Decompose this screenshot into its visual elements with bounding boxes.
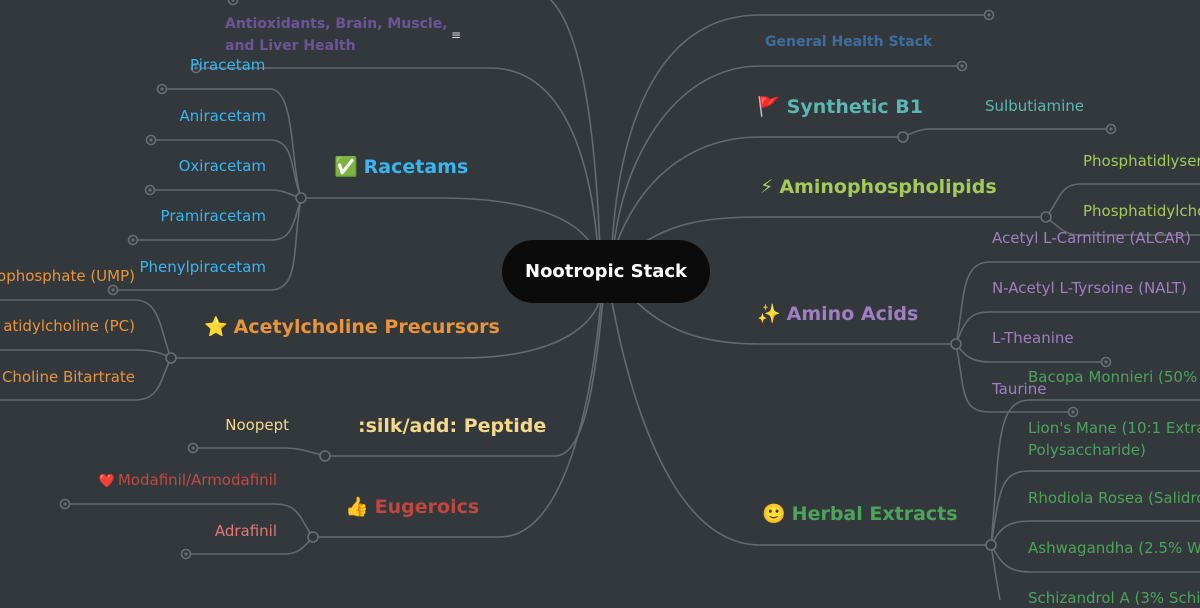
schizandrol-node[interactable]: Schizandrol A (3% Schi	[1028, 589, 1200, 607]
modafinil-node[interactable]: ❤️Modafinil/Armodafinil	[99, 470, 277, 492]
lions-mane-node[interactable]: Lion's Mane (10:1 Extrac Polysaccharide)	[1028, 417, 1200, 461]
phenylpiracetam-node[interactable]: Phenylpiracetam	[139, 258, 266, 276]
rhodiola-node[interactable]: Rhodiola Rosea (Salidro	[1028, 489, 1200, 507]
racetams-node[interactable]: ✅Racetams	[334, 155, 468, 179]
amino-acids-label: Amino Acids	[786, 303, 919, 325]
lions-mane-label-2: Polysaccharide)	[1028, 441, 1146, 459]
sulbutiamine-node[interactable]: Sulbutiamine	[985, 97, 1084, 115]
adrafinil-node[interactable]: Adrafinil	[214, 522, 277, 540]
oxiracetam-node[interactable]: Oxiracetam	[178, 157, 266, 175]
phosphatidylserine-node[interactable]: Phosphatidlyser	[1083, 152, 1200, 170]
antioxidants-label-2: and Liver Health	[225, 38, 356, 54]
notes-icon[interactable]: ≡	[451, 28, 462, 42]
herbal-extracts-label: Herbal Extracts	[791, 503, 958, 525]
ump-node[interactable]: ophosphate (UMP)	[0, 267, 135, 285]
checkmark-icon: ✅	[334, 156, 358, 178]
acetylcholine-node[interactable]: ⭐Acetylcholine Precursors	[204, 315, 500, 339]
alcar-node[interactable]: Acetyl L-Carnitine (ALCAR)	[992, 229, 1191, 247]
eugeroics-label: Eugeroics	[374, 496, 480, 518]
racetams-label: Racetams	[363, 156, 469, 178]
star-icon: ⭐	[204, 316, 228, 338]
herbal-extracts-node[interactable]: 🙂Herbal Extracts	[762, 502, 958, 526]
pc-node[interactable]: atidylcholine (PC)	[3, 317, 135, 335]
choline-bitartrate-node[interactable]: Choline Bitartrate	[1, 368, 135, 386]
acetylcholine-label: Acetylcholine Precursors	[233, 316, 500, 338]
aminophospholipids-node[interactable]: ⚡Aminophospholipids	[760, 175, 997, 199]
peptide-node[interactable]: :silk/add: Peptide	[358, 415, 547, 437]
lions-mane-label: Lion's Mane (10:1 Extrac	[1028, 419, 1200, 437]
nalt-node[interactable]: N-Acetyl L-Tyrsoine (NALT)	[992, 279, 1187, 297]
ashwagandha-node[interactable]: Ashwagandha (2.5% W	[1028, 539, 1200, 557]
synthetic-b1-label: Synthetic B1	[786, 96, 923, 118]
piracetam-node[interactable]: Piracetam	[190, 56, 266, 74]
lightning-icon: ⚡	[760, 176, 774, 198]
synthetic-b1-node[interactable]: 🚩Synthetic B1	[757, 95, 923, 119]
thumbs-up-icon: 👍	[345, 496, 369, 518]
bacopa-node[interactable]: Bacopa Monnieri (50%	[1028, 368, 1198, 386]
eugeroics-node[interactable]: 👍Eugeroics	[345, 495, 479, 519]
amino-acids-node[interactable]: ✨Amino Acids	[757, 302, 918, 326]
aminophospholipids-label: Aminophospholipids	[779, 176, 997, 198]
root-node[interactable]: Nootropic Stack	[502, 240, 710, 303]
flag-icon: 🚩	[757, 96, 781, 118]
antioxidants-node[interactable]: Antioxidants, Brain, Muscle, and Liver H…	[225, 13, 448, 57]
smiley-icon: 🙂	[762, 503, 786, 525]
antioxidants-label: Antioxidants, Brain, Muscle,	[225, 16, 448, 32]
noopept-node[interactable]: Noopept	[225, 416, 289, 434]
l-theanine-node[interactable]: L-Theanine	[992, 329, 1074, 347]
heart-icon: ❤️	[98, 474, 115, 489]
taurine-node[interactable]: Taurine	[992, 380, 1047, 398]
general-health-node[interactable]: General Health Stack	[765, 34, 933, 50]
sparkles-icon: ✨	[757, 303, 781, 325]
aniracetam-node[interactable]: Aniracetam	[179, 107, 266, 125]
phosphatidylcholine-node[interactable]: Phosphatidylcho	[1083, 202, 1200, 220]
modafinil-label: Modafinil/Armodafinil	[117, 471, 277, 489]
pramiracetam-node[interactable]: Pramiracetam	[160, 207, 266, 225]
root-title: Nootropic Stack	[525, 261, 687, 282]
